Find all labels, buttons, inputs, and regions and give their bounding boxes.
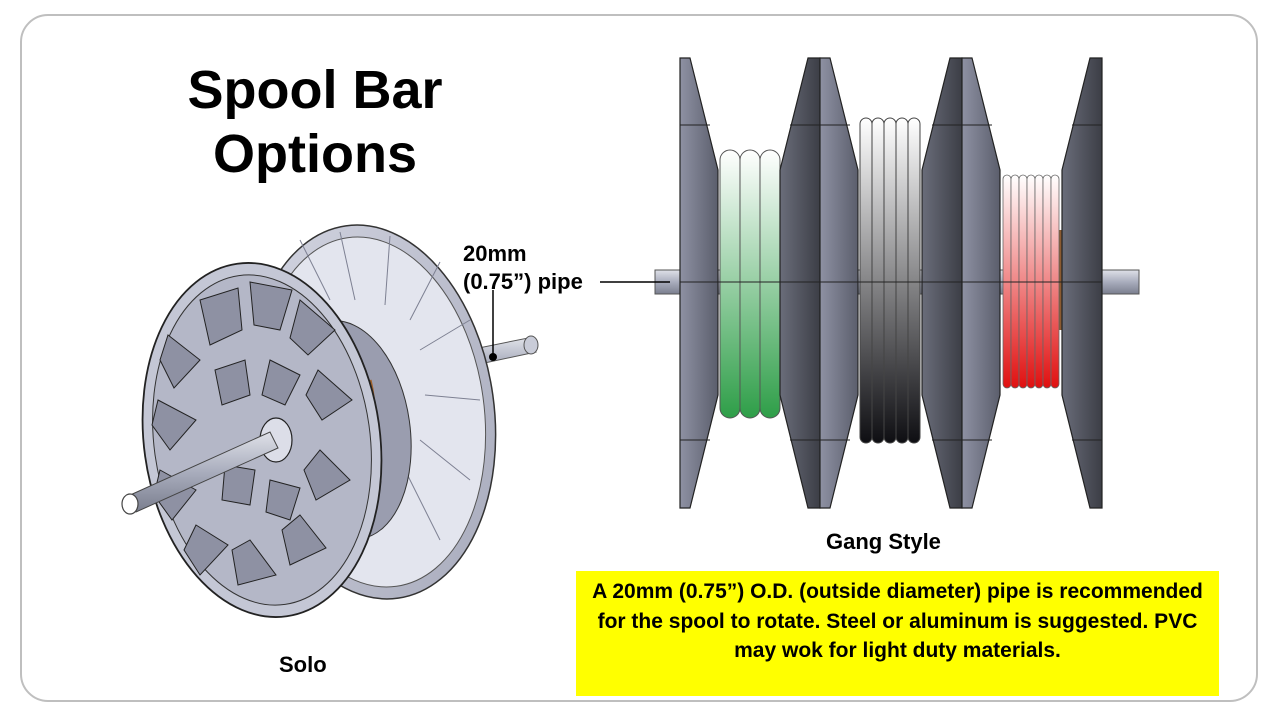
pipe-label-line-2: (0.75”) pipe <box>463 269 583 294</box>
slide-title: Spool Bar Options <box>120 58 510 186</box>
note-box: A 20mm (0.75”) O.D. (outside diameter) p… <box>576 571 1219 696</box>
solo-spool-drawing <box>121 224 539 618</box>
solo-caption: Solo <box>279 652 327 677</box>
title-line-1: Spool Bar <box>187 60 443 120</box>
pipe-label-line-1: 20mm <box>463 241 527 266</box>
pipe-label: 20mm (0.75”) pipe <box>463 240 583 296</box>
title-line-2: Options <box>213 124 417 184</box>
gang-spool-drawing <box>600 57 1140 509</box>
gang-caption: Gang Style <box>826 529 941 554</box>
